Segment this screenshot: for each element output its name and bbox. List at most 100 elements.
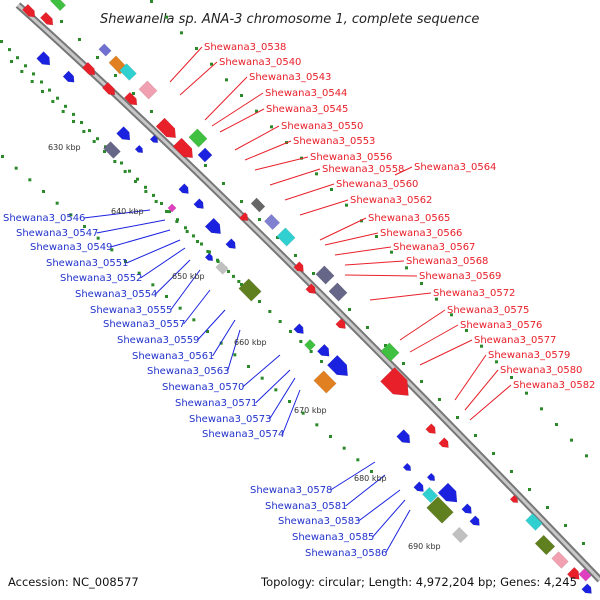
tick-dot (83, 225, 86, 228)
leader-line (344, 260, 405, 266)
tick-dot (465, 329, 468, 332)
gene-label-forward: Shewana3_0582 (513, 380, 595, 391)
gene-feature (263, 213, 281, 231)
gene-label-forward: Shewana3_0543 (249, 72, 331, 83)
tick-dot (260, 376, 264, 380)
tick-dot (366, 326, 369, 329)
gene-feature (461, 503, 472, 514)
leader-line (242, 354, 281, 388)
leader-line (282, 389, 301, 435)
gene-feature (328, 282, 348, 302)
leader-line (399, 309, 446, 341)
tick-dot (255, 109, 258, 113)
tick-dot (120, 161, 123, 165)
gene-feature (525, 513, 543, 531)
tick-dot (80, 121, 83, 124)
leader-line (372, 499, 406, 538)
tick-dot (16, 56, 19, 60)
gene-label-reverse: Shewana3_0586 (305, 548, 387, 559)
leader-line (183, 289, 211, 325)
gene-feature (225, 238, 236, 249)
tick-dot (278, 320, 282, 323)
tick-dot (137, 271, 141, 275)
tick-dot (192, 234, 195, 238)
gene-feature (116, 126, 131, 141)
gene-feature (101, 81, 116, 96)
gene-label-forward: Shewana3_0538 (204, 42, 286, 53)
tick-dot (55, 201, 59, 205)
tick-dot (28, 178, 32, 182)
gene-feature (380, 367, 409, 396)
tick-dot (435, 297, 438, 301)
tick-dot (151, 283, 155, 287)
tick-dot (225, 78, 228, 82)
gene-feature (304, 339, 316, 351)
kbp-tick-label: 630 kbp (48, 143, 81, 152)
gene-feature (239, 212, 249, 222)
gene-label-reverse: Shewana3_0578 (250, 485, 332, 496)
tick-dot (48, 88, 51, 92)
tick-dot (60, 20, 63, 23)
tick-dot (356, 458, 360, 462)
leader-line (409, 324, 459, 353)
gene-feature (123, 91, 138, 106)
tick-dot (258, 300, 261, 303)
tick-dot (88, 129, 91, 133)
tick-dot (56, 96, 59, 100)
tick-dot (360, 219, 363, 223)
leader-line (385, 509, 411, 554)
gene-feature (138, 80, 158, 100)
tick-dot (184, 226, 187, 230)
tick-dot (92, 140, 96, 143)
gene-feature (172, 137, 193, 159)
tick-dot (510, 470, 513, 473)
gene-label-reverse: Shewana3_0555 (90, 305, 172, 316)
tick-dot (30, 80, 34, 83)
kbp-tick-label: 670 kbp (294, 406, 327, 415)
tick-dot (294, 254, 297, 257)
gene-label-reverse: Shewana3_0551 (46, 258, 128, 269)
tick-dot (384, 344, 387, 347)
leader-line (269, 377, 296, 420)
gene-feature (551, 551, 569, 569)
tick-dot (564, 524, 567, 527)
kbp-tick-label: 660 kbp (234, 338, 267, 347)
tick-dot (32, 72, 35, 76)
leader-line (234, 125, 280, 151)
tick-dot (8, 48, 11, 52)
tick-dot (144, 190, 148, 193)
leader-line (324, 232, 379, 246)
gene-feature (36, 51, 51, 66)
leader-line (110, 229, 171, 248)
tick-dot (208, 250, 211, 254)
tick-dot (206, 330, 209, 333)
tick-dot (20, 70, 24, 73)
tick-dot (216, 260, 220, 263)
tick-dot (42, 190, 45, 193)
gene-feature (437, 482, 458, 503)
gene-feature (566, 566, 580, 580)
tick-dot (178, 306, 182, 310)
leader-line (344, 274, 418, 277)
gene-label-forward: Shewana3_0544 (265, 88, 347, 99)
tick-dot (492, 452, 495, 455)
gene-label-reverse: Shewana3_0581 (265, 501, 347, 512)
leader-line (319, 217, 367, 241)
leader-line (126, 239, 181, 264)
gene-feature (335, 318, 346, 329)
gene-feature (103, 141, 121, 159)
leader-line (219, 108, 265, 133)
tick-dot (420, 282, 423, 285)
gene-label-reverse: Shewana3_0563 (147, 366, 229, 377)
gene-feature (188, 128, 208, 148)
gene-label-forward: Shewana3_0575 (447, 305, 529, 316)
tick-dot (528, 488, 531, 491)
leader-line (197, 309, 226, 341)
tick-dot (370, 470, 373, 473)
gene-label-forward: Shewana3_0545 (266, 104, 348, 115)
gene-feature (438, 437, 449, 448)
tick-dot (222, 182, 225, 185)
gene-feature (49, 0, 67, 12)
